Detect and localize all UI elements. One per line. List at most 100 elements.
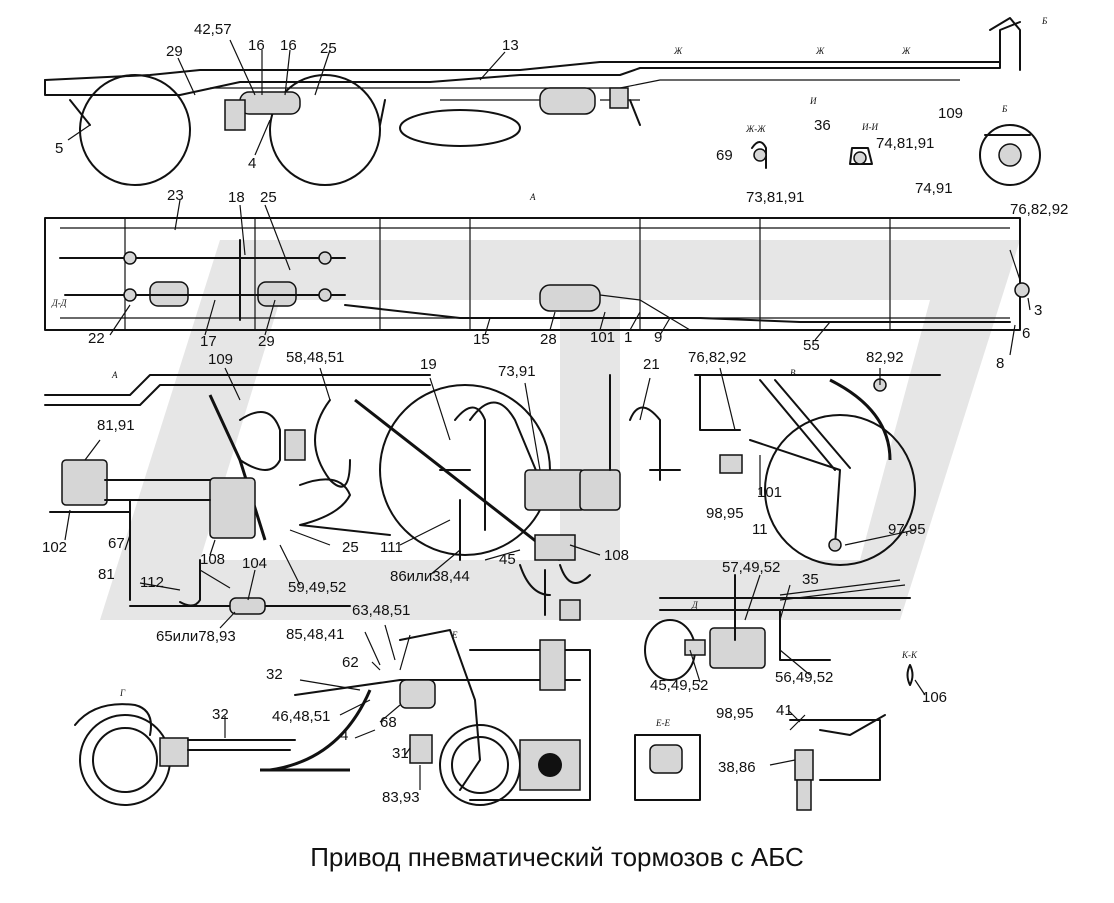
callout-label: 109 xyxy=(208,351,234,368)
drawing-caption: Привод пневматический тормозов с АБС xyxy=(310,842,804,872)
callout-label: 23 xyxy=(167,187,184,204)
view-mark: Ж xyxy=(674,46,683,56)
callout-label: 62 xyxy=(342,654,359,671)
callout-label: 74,81,91 xyxy=(876,135,935,152)
callout-label: 3 xyxy=(1034,302,1043,319)
callout-label: 83,93 xyxy=(382,789,420,806)
callout-label: 101 xyxy=(757,484,783,501)
callout-label: 25 xyxy=(342,539,359,556)
callout-label: 67 xyxy=(108,535,125,552)
callout-label: 36 xyxy=(814,117,831,134)
view-mark: И-И xyxy=(862,122,878,132)
callout-label: 41 xyxy=(776,702,793,719)
callout-label: 45 xyxy=(499,551,516,568)
callout-label: 65или78,93 xyxy=(156,628,236,645)
callout-label: 6 xyxy=(1022,325,1031,342)
callout-label: 19 xyxy=(420,356,437,373)
callout-label: 97,95 xyxy=(888,521,926,538)
callout-label: 31 xyxy=(392,745,409,762)
view-mark: К-К xyxy=(902,650,917,660)
callout-label: 104 xyxy=(242,555,268,572)
leader-lines xyxy=(64,39,1031,790)
callout-label: 16 xyxy=(248,37,265,54)
detail-bottom-left xyxy=(74,703,296,806)
callout-label: 111 xyxy=(380,539,403,556)
callout-label: 74,91 xyxy=(915,180,953,197)
view-mark: Д-Д xyxy=(52,298,67,308)
callout-label: 45,49,52 xyxy=(650,677,709,694)
detail-bottom-right xyxy=(644,574,914,811)
view-mark: Ж xyxy=(902,46,911,56)
callout-label: 98,95 xyxy=(706,505,744,522)
callout-label: 29 xyxy=(258,333,275,350)
view-mark: Е xyxy=(452,630,458,640)
callout-label: 29 xyxy=(166,43,183,60)
view-mark: Д xyxy=(692,600,698,610)
callout-label: 17 xyxy=(200,333,217,350)
callout-label: 68 xyxy=(380,714,397,731)
callout-label: 28 xyxy=(540,331,557,348)
side-view-chassis xyxy=(44,17,1021,186)
callout-label: 102 xyxy=(42,539,68,556)
callout-label: 76,82,92 xyxy=(688,349,747,366)
callout-label: 1 xyxy=(624,329,633,346)
detail-left-valves xyxy=(44,374,431,615)
view-mark: А xyxy=(530,192,536,202)
callout-label: 81,91 xyxy=(97,417,135,434)
callout-label: 112 xyxy=(140,574,164,591)
detail-right-sensor xyxy=(694,374,941,566)
callout-label: 101 xyxy=(590,329,616,346)
detail-views-ii xyxy=(751,124,1041,186)
callout-label: 73,81,91 xyxy=(746,189,805,206)
callout-label: 56,49,52 xyxy=(775,669,834,686)
view-mark: В xyxy=(790,368,796,378)
callout-label: 108 xyxy=(604,547,630,564)
callout-label: 106 xyxy=(922,689,948,706)
callout-label: 82,92 xyxy=(866,349,904,366)
callout-label: 76,82,92 xyxy=(1010,201,1069,218)
view-mark: Б xyxy=(1042,16,1048,26)
callout-label: 13 xyxy=(502,37,519,54)
callout-label: 73,91 xyxy=(498,363,536,380)
detail-center-modulators xyxy=(354,374,681,621)
callout-label: 57,49,52 xyxy=(722,559,781,576)
callout-label: 22 xyxy=(88,330,105,347)
plan-view-frame xyxy=(44,217,1030,331)
view-mark: И xyxy=(810,96,817,106)
callout-label: 5 xyxy=(55,140,64,157)
callout-label: 98,95 xyxy=(716,705,754,722)
view-mark: А xyxy=(112,370,118,380)
view-mark: Г xyxy=(120,688,126,698)
callout-label: 16 xyxy=(280,37,297,54)
callout-label: 4 xyxy=(248,155,257,172)
callout-label: 38,86 xyxy=(718,759,756,776)
callout-label: 21 xyxy=(643,356,660,373)
callout-label: 59,49,52 xyxy=(288,579,347,596)
callout-label: 85,48,41 xyxy=(286,626,345,643)
callout-label: 63,48,51 xyxy=(352,602,411,619)
view-mark: Ж xyxy=(816,46,825,56)
callout-label: 109 xyxy=(938,105,964,122)
callout-label: 25 xyxy=(320,40,337,57)
callout-label: 35 xyxy=(802,571,819,588)
callout-label: 9 xyxy=(654,329,663,346)
callout-label: 108 xyxy=(200,551,226,568)
callout-label: 32 xyxy=(266,666,283,683)
view-mark: Б xyxy=(1002,104,1008,114)
detail-bottom-center xyxy=(260,629,701,806)
view-mark: Ж-Ж xyxy=(746,124,766,134)
callout-label: 58,48,51 xyxy=(286,349,345,366)
callout-label: 11 xyxy=(752,521,768,538)
callout-label: 55 xyxy=(803,337,820,354)
callout-label: 15 xyxy=(473,331,490,348)
callout-label: 81 xyxy=(98,566,115,583)
callout-label: 32 xyxy=(212,706,229,723)
callout-label: 46,48,51 xyxy=(272,708,331,725)
callout-label: 8 xyxy=(996,355,1005,372)
callout-label: 18 xyxy=(228,189,245,206)
callout-label: 25 xyxy=(260,189,277,206)
view-mark: Е-Е xyxy=(656,718,670,728)
callout-label: 69 xyxy=(716,147,733,164)
